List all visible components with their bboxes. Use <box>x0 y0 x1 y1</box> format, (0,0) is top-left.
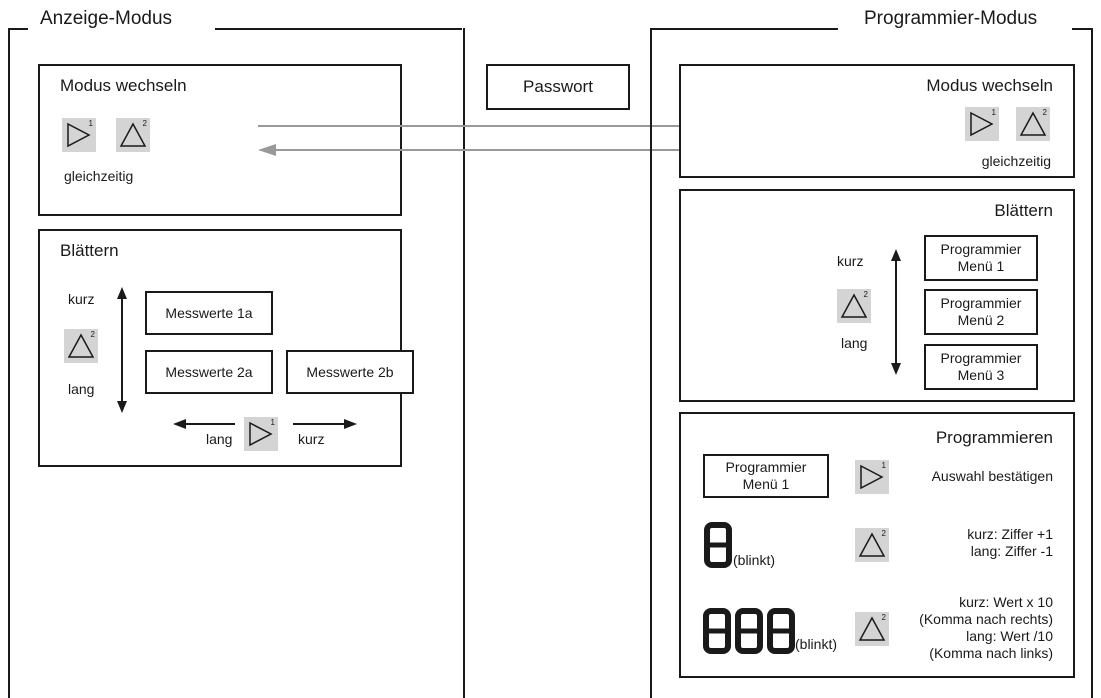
triangle-up-icon <box>858 532 886 557</box>
left-blaettern-box: Blättern kurz lang 2 Messwerte 1a Messwe… <box>38 229 414 467</box>
programmieren-up-key-1[interactable]: 2 <box>855 528 889 562</box>
left-blaettern-play-key[interactable]: 1 <box>244 417 278 451</box>
programmier-modus-title: Programmier-Modus <box>858 8 1044 30</box>
messwerte-2a-box[interactable]: Messwerte 2a <box>145 350 273 394</box>
digit1-desc: kurz: Ziffer +1 lang: Ziffer -1 <box>967 526 1053 559</box>
messwerte-2b-box[interactable]: Messwerte 2b <box>286 350 414 394</box>
right-up-key[interactable]: 2 <box>1016 107 1050 141</box>
left-modus-wechseln-box: Modus wechseln 1 2 gleichzeitig <box>38 64 402 216</box>
right-arrow-icon <box>293 419 357 429</box>
anzeige-modus-top-line <box>8 28 28 30</box>
anzeige-modus-panel <box>8 28 465 698</box>
play-right-icon <box>970 111 994 137</box>
vertical-double-arrow-icon <box>891 249 901 375</box>
seven-segment-digit-icon <box>704 522 732 568</box>
programmier-modus-top-line-right <box>1072 28 1091 30</box>
left-lang-label: lang <box>68 381 95 397</box>
triangle-up-icon <box>67 333 95 358</box>
digit3-blinkt-label: (blinkt) <box>795 636 838 652</box>
anzeige-modus-top-line-right <box>215 28 462 30</box>
passwort-box[interactable]: Passwort <box>486 64 630 110</box>
digit3-desc: kurz: Wert x 10 (Komma nach rechts) lang… <box>919 594 1053 661</box>
right-modus-wechseln-title: Modus wechseln <box>926 76 1053 95</box>
seven-segment-display-icon <box>703 608 795 654</box>
programmier-modus-panel <box>650 28 1093 698</box>
triangle-up-icon <box>119 122 147 147</box>
programmieren-up-key-2[interactable]: 2 <box>855 612 889 646</box>
vertical-double-arrow-icon <box>117 287 127 413</box>
right-modus-wechseln-box: Modus wechseln 1 2 gleichzeitig <box>679 64 1075 178</box>
left-kurz-label: kurz <box>68 291 95 307</box>
left-blaettern-up-key[interactable]: 2 <box>64 329 98 363</box>
left-arrow-icon <box>173 419 235 429</box>
triangle-up-icon <box>840 293 868 318</box>
messwerte-1a-box[interactable]: Messwerte 1a <box>145 291 273 335</box>
right-play-key[interactable]: 1 <box>965 107 999 141</box>
programmier-modus-top-line <box>650 28 838 30</box>
left-bottom-kurz-label: kurz <box>298 431 325 447</box>
right-blaettern-up-key[interactable]: 2 <box>837 289 871 323</box>
digit1-blinkt-label: (blinkt) <box>733 552 776 568</box>
left-play-key[interactable]: 1 <box>62 118 96 152</box>
programmieren-play-key[interactable]: 1 <box>855 460 889 494</box>
left-bottom-lang-label: lang <box>206 431 233 447</box>
right-kurz-label: kurz <box>837 253 864 269</box>
left-gleichzeitig-label: gleichzeitig <box>64 168 134 184</box>
right-blaettern-title: Blättern <box>994 201 1053 220</box>
right-lang-label: lang <box>841 335 868 351</box>
play-right-icon <box>67 122 91 148</box>
left-up-key[interactable]: 2 <box>116 118 150 152</box>
triangle-up-icon <box>858 616 886 641</box>
play-right-icon <box>860 464 884 490</box>
right-gleichzeitig-label: gleichzeitig <box>981 153 1051 169</box>
play-right-icon <box>249 421 273 447</box>
auswahl-bestaetigen-label: Auswahl bestätigen <box>931 468 1053 484</box>
anzeige-modus-title: Anzeige-Modus <box>34 8 179 30</box>
triangle-up-icon <box>1019 111 1047 136</box>
left-blaettern-title: Blättern <box>60 241 119 260</box>
programmieren-title: Programmieren <box>935 428 1053 447</box>
left-modus-wechseln-title: Modus wechseln <box>60 76 187 95</box>
